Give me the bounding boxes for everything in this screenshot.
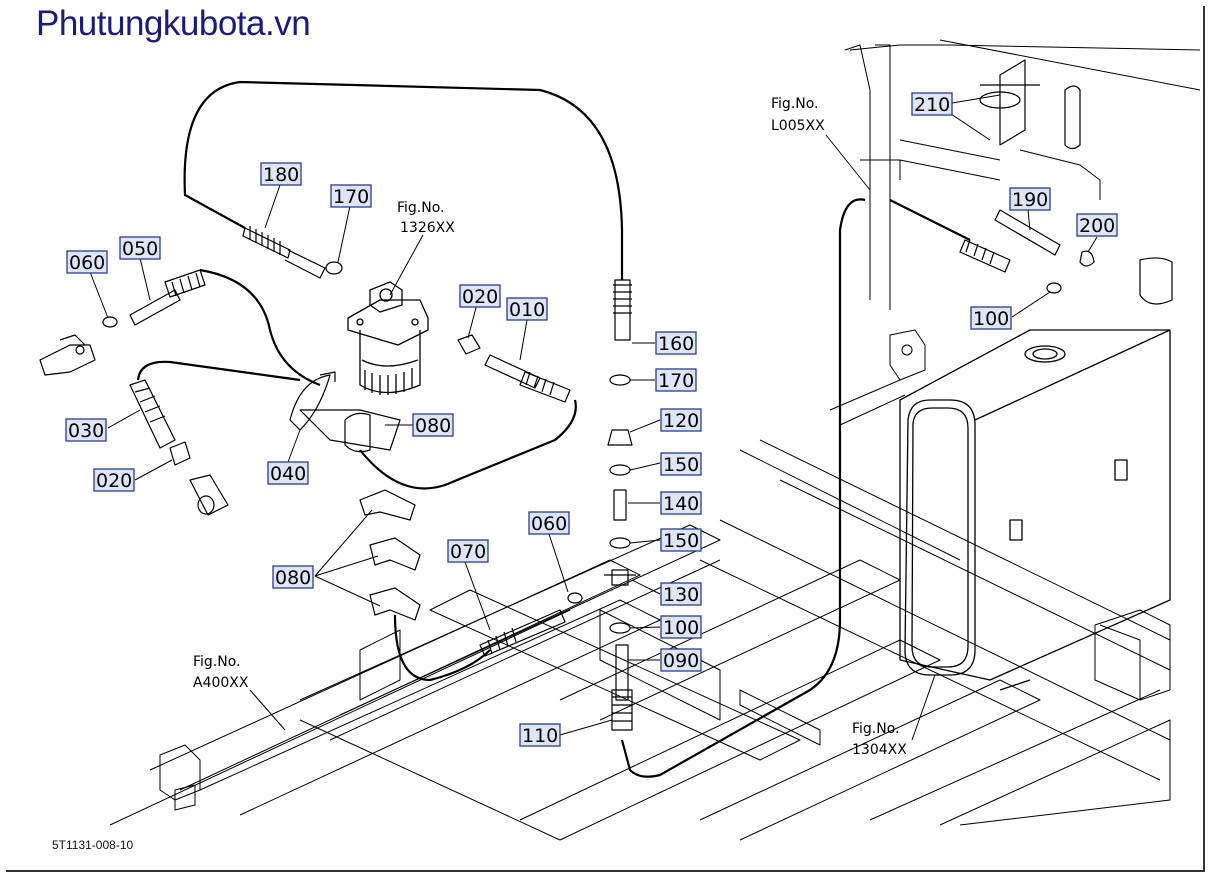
svg-text:180: 180 xyxy=(263,164,299,186)
callout-120[interactable]: 120 xyxy=(660,408,702,432)
figure-references: Fig.No. 1326XX Fig.No. L005XX Fig.No. A4… xyxy=(193,96,907,758)
callout-080[interactable]: 080 xyxy=(272,565,314,589)
callout-050[interactable]: 050 xyxy=(119,236,161,260)
tractor-frame xyxy=(109,39,1201,841)
svg-text:1304XX: 1304XX xyxy=(852,742,907,758)
svg-text:1326XX: 1326XX xyxy=(400,220,455,236)
callout-200[interactable]: 200 xyxy=(1076,213,1118,237)
fig-ref-l005xx: Fig.No. L005XX xyxy=(771,96,825,134)
svg-text:110: 110 xyxy=(522,725,558,747)
svg-text:100: 100 xyxy=(973,308,1009,330)
svg-text:Fig.No.: Fig.No. xyxy=(397,200,445,216)
callout-210[interactable]: 210 xyxy=(911,92,953,116)
leader-lines xyxy=(89,94,1098,741)
svg-text:040: 040 xyxy=(270,463,306,485)
svg-text:030: 030 xyxy=(68,420,104,442)
callout-150[interactable]: 150 xyxy=(660,452,702,476)
svg-text:160: 160 xyxy=(658,333,694,355)
callout-190[interactable]: 190 xyxy=(1009,187,1051,211)
callout-060[interactable]: 060 xyxy=(528,511,570,535)
fig-ref-1326xx: Fig.No. 1326XX xyxy=(397,200,455,236)
callout-080[interactable]: 080 xyxy=(412,413,454,437)
svg-text:120: 120 xyxy=(663,410,699,432)
fig-ref-1304xx: Fig.No. 1304XX xyxy=(852,721,907,758)
callout-090[interactable]: 090 xyxy=(660,648,702,672)
svg-text:140: 140 xyxy=(663,493,699,515)
callout-150[interactable]: 150 xyxy=(660,528,702,552)
callout-160[interactable]: 160 xyxy=(655,331,697,355)
callout-070[interactable]: 070 xyxy=(447,539,489,563)
fuel-filter-assembly xyxy=(347,281,429,395)
document-id: 5T1131-008-10 xyxy=(52,838,134,852)
callout-060[interactable]: 060 xyxy=(66,250,108,274)
callout-130[interactable]: 130 xyxy=(660,582,702,606)
svg-text:070: 070 xyxy=(450,541,486,563)
svg-text:150: 150 xyxy=(663,530,699,552)
svg-text:Fig.No.: Fig.No. xyxy=(771,96,819,112)
callout-010[interactable]: 010 xyxy=(506,297,548,321)
svg-text:060: 060 xyxy=(531,513,567,535)
callout-100[interactable]: 100 xyxy=(970,306,1012,330)
svg-text:190: 190 xyxy=(1012,189,1048,211)
svg-text:Fig.No.: Fig.No. xyxy=(193,654,241,670)
svg-text:020: 020 xyxy=(96,470,132,492)
svg-text:150: 150 xyxy=(663,454,699,476)
svg-text:A400XX: A400XX xyxy=(193,675,249,691)
svg-text:170: 170 xyxy=(658,370,694,392)
callout-140[interactable]: 140 xyxy=(660,491,702,515)
svg-text:080: 080 xyxy=(275,567,311,589)
svg-text:Fig.No.: Fig.No. xyxy=(852,721,900,737)
callout-110[interactable]: 110 xyxy=(519,723,561,747)
frame-border-right xyxy=(1203,6,1205,872)
svg-text:050: 050 xyxy=(122,238,158,260)
part-callouts: 180 170 060 050 020 010 030 020 040 080 … xyxy=(65,92,1118,747)
frame-border-bottom xyxy=(6,870,1204,872)
svg-text:080: 080 xyxy=(415,415,451,437)
svg-text:210: 210 xyxy=(914,94,950,116)
callout-100[interactable]: 100 xyxy=(660,615,702,639)
callout-030[interactable]: 030 xyxy=(65,418,107,442)
callout-040[interactable]: 040 xyxy=(267,461,309,485)
callout-170[interactable]: 170 xyxy=(655,368,697,392)
callout-170[interactable]: 170 xyxy=(330,184,372,208)
svg-text:200: 200 xyxy=(1079,215,1115,237)
svg-text:130: 130 xyxy=(663,584,699,606)
svg-text:100: 100 xyxy=(663,617,699,639)
svg-text:060: 060 xyxy=(69,252,105,274)
fuel-tank xyxy=(899,329,1171,691)
callout-020[interactable]: 020 xyxy=(93,468,135,492)
hose-parts xyxy=(39,59,1173,731)
watermark: Phutungkubota.vn xyxy=(36,4,311,43)
svg-text:L005XX: L005XX xyxy=(771,118,825,134)
fig-ref-a400xx: Fig.No. A400XX xyxy=(193,654,249,691)
callout-020[interactable]: 020 xyxy=(459,284,501,308)
svg-text:170: 170 xyxy=(333,186,369,208)
fuel-lines xyxy=(136,80,971,778)
svg-text:090: 090 xyxy=(663,650,699,672)
svg-text:020: 020 xyxy=(462,286,498,308)
callout-180[interactable]: 180 xyxy=(260,162,302,186)
svg-text:010: 010 xyxy=(509,299,545,321)
